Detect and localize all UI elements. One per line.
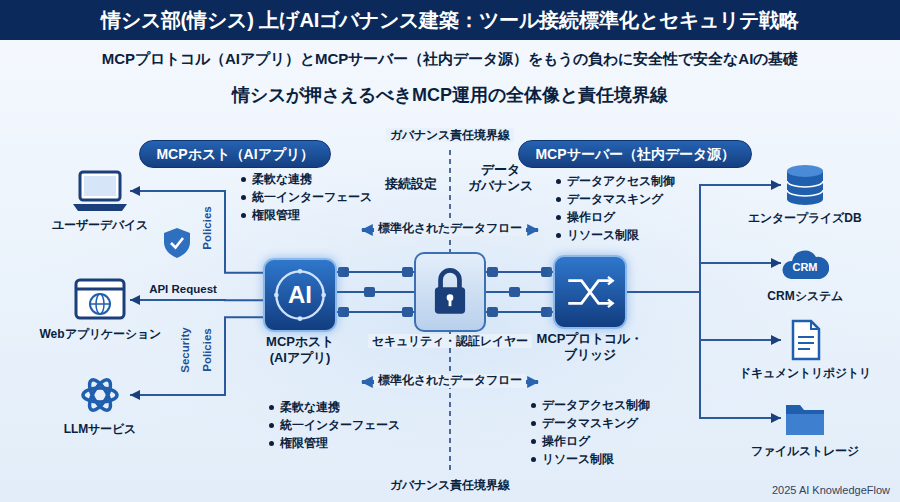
bullet-dot: [241, 213, 246, 218]
component-node: CRMCRMシステム: [781, 241, 829, 285]
bullet-dot: [269, 405, 274, 410]
node-label: Webアプリケーション: [39, 327, 160, 342]
text-label: 情シスが押さえるべきMCP運用の全体像と責任境界線: [232, 85, 668, 107]
component-node: ドキュメントリポジトリ: [781, 318, 829, 362]
component-node: エンタープライズDB: [781, 163, 829, 207]
node-label: CRMシステム: [767, 289, 842, 304]
icon-text: CRM: [781, 241, 829, 285]
text-label: MCPプロトコル（AIアプリ）とMCPサーバー（社内データ源）をもうの負わに安全…: [102, 50, 799, 68]
connector: [627, 263, 781, 292]
bullet-item: リソース制限: [555, 228, 639, 242]
edge-label: API Request: [145, 283, 221, 297]
node-label: セキュリティ・認証レイヤー: [368, 334, 532, 348]
bullet-dot: [556, 215, 561, 220]
bullet-item: データアクセス制御: [555, 174, 675, 188]
section-header: MCPサーバー（社内データ源）: [518, 140, 751, 168]
node-icon: [555, 257, 625, 327]
node-label: LLMサービス: [64, 422, 137, 437]
bullet-dot: [556, 233, 561, 238]
text-label: 2025 AI KnowledgeFlow: [772, 484, 890, 497]
bullet-dot: [556, 179, 561, 184]
side-label: Policies: [201, 328, 215, 371]
component-node: LLMサービス: [70, 372, 130, 418]
connector: [130, 191, 263, 273]
bullet-item: 権限管理: [240, 208, 300, 222]
node-icon: [70, 372, 130, 418]
bullet-item: 操作ログ: [530, 434, 590, 448]
page-title: 情シス部(情シス) 上げAIゴバナンス建築：ツール接続標準化とセキュリテ戦略: [0, 0, 900, 40]
bullet-dot: [531, 421, 536, 426]
connector: [627, 292, 781, 340]
bullet-dot: [241, 177, 246, 182]
node-icon: [70, 277, 130, 323]
side-label: Security: [179, 327, 193, 372]
node-icon: [70, 168, 130, 214]
bullet-item: 柔軟な連携: [268, 400, 340, 414]
bullet-dot: [531, 403, 536, 408]
connector: [337, 291, 414, 293]
icon-text: AI: [265, 260, 335, 330]
node-label: ユーザーデバイス: [52, 218, 148, 233]
shield-icon: [164, 228, 190, 258]
node-label: ドキュメントリポジトリ: [739, 366, 871, 381]
text-label: ガバナンス責任境界線: [390, 478, 510, 492]
bullet-item: 柔軟な連携: [240, 172, 312, 186]
title-bar: [0, 0, 900, 40]
connector: [130, 299, 263, 301]
glow: [20, 100, 880, 500]
node-label: MCPホスト (AIアプリ): [257, 334, 343, 367]
component-node: ファイルストレージ: [781, 396, 829, 440]
bullet-dot: [241, 195, 246, 200]
bullet-dot: [269, 441, 274, 446]
bullet-dot: [531, 439, 536, 444]
node-icon: [781, 318, 829, 362]
node-label: MCPプロトコル・ ブリッジ: [526, 331, 654, 364]
bullet-item: リソース制限: [530, 452, 614, 466]
text-label: ガバナンス責任境界線: [386, 128, 514, 142]
text-label: 標準化されたデータフロー: [374, 374, 526, 388]
bullet-item: データマスキング: [555, 192, 663, 206]
node-label: MCPホスト（AIアプリ）: [156, 145, 313, 163]
node-label: エンタープライズDB: [748, 211, 861, 226]
node-label: MCPサーバー（社内データ源）: [535, 145, 734, 163]
connector: [486, 291, 553, 293]
section-header: MCPホスト（AIアプリ）: [139, 140, 330, 168]
bullet-dot: [269, 423, 274, 428]
bullet-item: 操作ログ: [555, 210, 615, 224]
bullet-item: 統一インターフェース: [240, 190, 372, 204]
bullet-item: 権限管理: [268, 436, 328, 450]
node-label: ファイルストレージ: [751, 444, 859, 459]
text-label: 標準化されたデータフロー: [374, 222, 526, 236]
component-node: AIMCPホスト (AIアプリ): [263, 258, 337, 332]
component-node: Webアプリケーション: [70, 277, 130, 323]
text-label: 接続設定: [385, 176, 437, 192]
bullet-item: データアクセス制御: [530, 398, 650, 412]
component-node: ユーザーデバイス: [70, 168, 130, 214]
bullet-dot: [531, 457, 536, 462]
node-icon: [781, 396, 829, 440]
node-icon: [416, 254, 484, 330]
bullet-dot: [556, 197, 561, 202]
connector: [627, 292, 781, 418]
side-label: Policies: [201, 206, 215, 249]
bullet-item: 統一インターフェース: [268, 418, 400, 432]
component-node: MCPプロトコル・ ブリッジ: [553, 255, 627, 329]
node-icon: [781, 163, 829, 207]
bullet-item: データマスキング: [530, 416, 638, 430]
component-node: セキュリティ・認証レイヤー: [414, 252, 486, 332]
text-label: データ ガバナンス: [463, 162, 537, 193]
